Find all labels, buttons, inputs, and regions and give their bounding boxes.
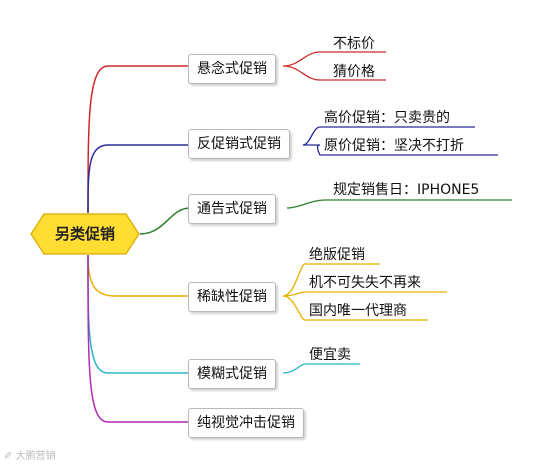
connector-line [302,126,498,156]
connector-line [87,65,190,214]
branch-node: 模糊式促销 [188,359,276,389]
leaf-node: 原价促销：坚决不打折 [324,138,464,154]
connector-line [282,51,386,81]
root-label: 另类促销 [54,225,115,243]
leaf-node: 机不可失失不再来 [309,275,421,291]
leaf-node: 规定销售日：IPHONE5 [333,182,480,198]
branch-node: 稀缺性促销 [188,282,276,312]
connector-line [87,254,190,423]
watermark-icon: ✐ [4,451,13,462]
connector-line [282,363,360,374]
branch-node: 纯视觉冲击促销 [188,408,304,438]
root-node: 另类促销 [30,213,140,255]
branch-node: 通告式促销 [188,194,276,224]
leaf-node: 猜价格 [333,64,375,80]
connector-line [87,254,190,297]
connector-line [282,263,447,321]
leaf-node: 不标价 [333,36,375,52]
connector-line [87,254,190,374]
connector-line [139,207,191,235]
branch-node: 悬念式促销 [188,54,276,84]
leaf-node: 国内唯一代理商 [309,303,407,319]
branch-node: 反促销式促销 [188,129,290,159]
leaf-node: 高价促销：只卖贵的 [324,110,450,126]
watermark: ✐ 大鹏营销 [4,451,56,462]
connector-line [286,199,512,209]
leaf-node: 便宜卖 [309,347,351,363]
connector-line [87,144,190,214]
leaf-node: 绝版促销 [309,247,365,263]
